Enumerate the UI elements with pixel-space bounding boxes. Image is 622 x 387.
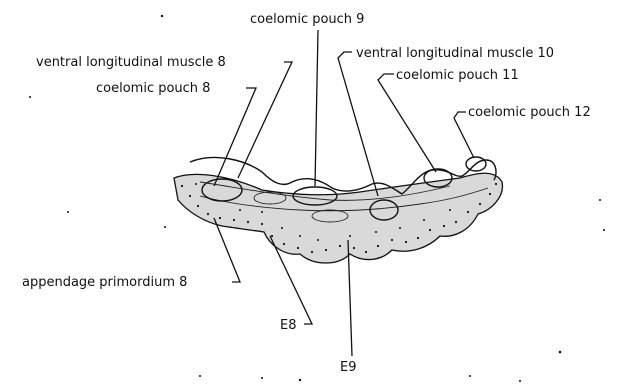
label-ventral-longitudinal-muscle-10: ventral longitudinal muscle 10	[356, 46, 554, 61]
stippled-ectoderm	[174, 173, 502, 263]
leader-ventral-longitudinal-muscle-10	[338, 52, 378, 196]
label-e8: E8	[280, 318, 297, 333]
label-ventral-longitudinal-muscle-8: ventral longitudinal muscle 8	[36, 55, 226, 70]
leader-coelomic-pouch-9	[315, 30, 318, 186]
label-appendage-primordium-8: appendage primordium 8	[22, 275, 187, 290]
label-coelomic-pouch-12: coelomic pouch 12	[468, 105, 591, 120]
label-coelomic-pouch-9: coelomic pouch 9	[250, 12, 364, 27]
label-coelomic-pouch-11: coelomic pouch 11	[396, 68, 519, 83]
label-coelomic-pouch-8: coelomic pouch 8	[96, 81, 210, 96]
labels: coelomic pouch 9 ventral longitudinal mu…	[22, 12, 591, 375]
leader-coelomic-pouch-11	[378, 74, 436, 172]
leader-e9	[348, 240, 352, 356]
label-e9: E9	[340, 360, 357, 375]
leader-ventral-longitudinal-muscle-8	[238, 62, 292, 178]
ectoderm-band	[174, 173, 502, 263]
leader-coelomic-pouch-8	[214, 88, 256, 186]
